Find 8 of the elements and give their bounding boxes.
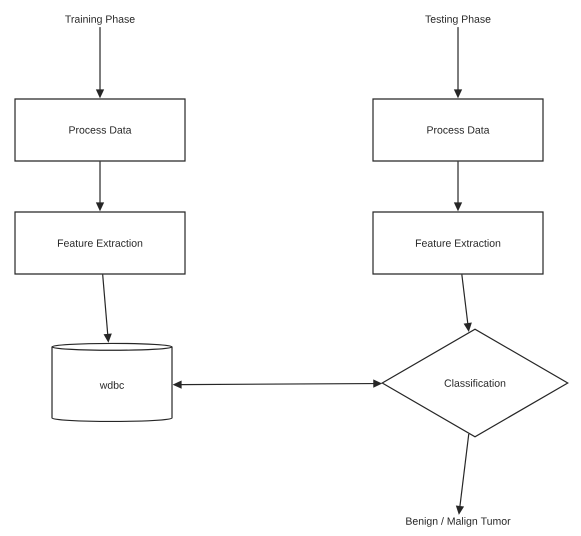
- database-cylinder: wdbc: [51, 342, 173, 422]
- process-box: Feature Extraction: [372, 211, 544, 275]
- phase-label: Training Phase: [65, 15, 135, 25]
- phase-label: Testing Phase: [425, 15, 490, 25]
- result-label: Benign / Malign Tumor: [406, 517, 510, 527]
- process-box: Feature Extraction: [14, 211, 186, 275]
- process-box: Process Data: [372, 98, 544, 162]
- process-box: Process Data: [14, 98, 186, 162]
